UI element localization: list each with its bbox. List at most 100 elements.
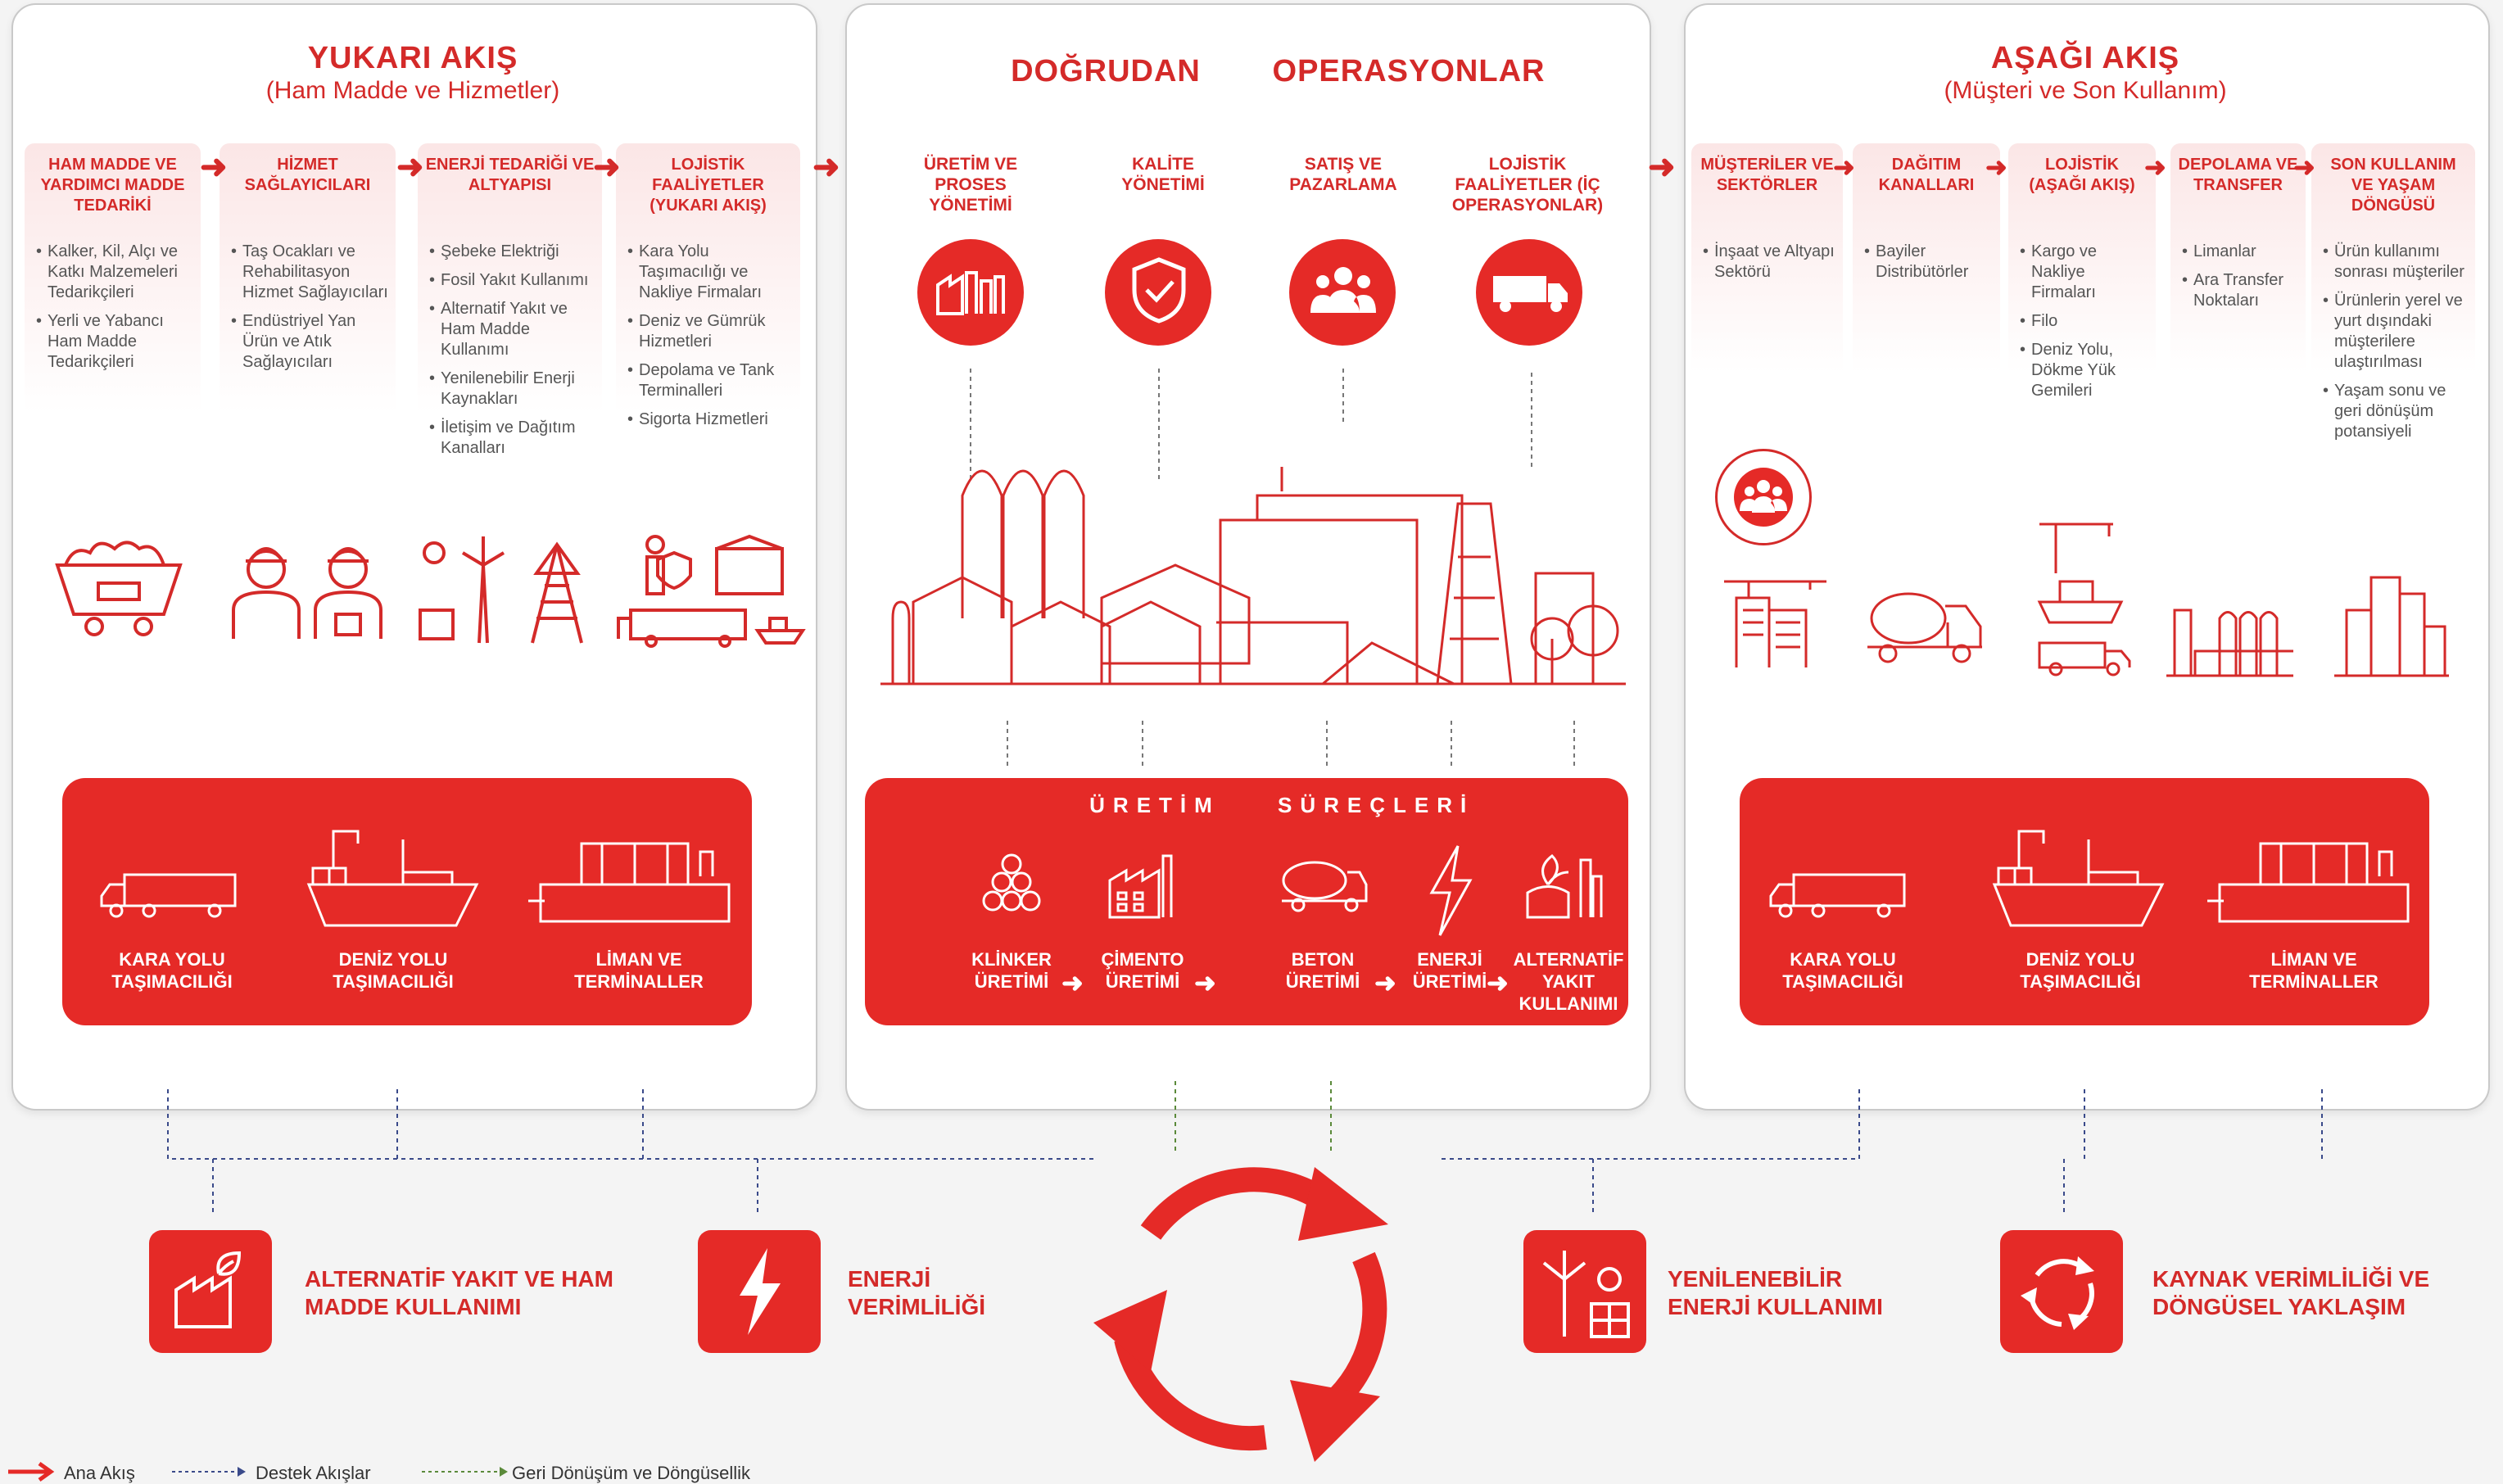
factory-leaf-glyph-icon: [174, 1251, 242, 1328]
recycle-flow-legend-icon: [422, 1467, 508, 1477]
logistics-label: KARA YOLU TAŞIMACILIĞI: [111, 949, 233, 992]
ops-col-quality: KALİTE YÖNETİMİ: [1121, 155, 1205, 194]
cement-plant-illustration: [880, 467, 1626, 685]
bottom-label: ENERJİ VERİMLİLİĞİ: [848, 1266, 985, 1319]
process-arrow-icon: ➜: [1374, 968, 1396, 998]
people-glyph-icon: [1310, 267, 1376, 313]
column-header: DEPOLAMA VE TRANSFER: [2178, 156, 2298, 194]
logistics-label: LİMAN VE TERMİNALLER: [2249, 949, 2379, 992]
list-item: Depolama ve Tank Terminalleri: [627, 360, 794, 401]
downstream-col-customers: MÜŞTERİLER VE SEKTÖRLER İnşaat ve Altyap…: [1691, 143, 1843, 471]
list-item: Kargo ve Nakliye Firmaları: [2020, 242, 2149, 303]
ore-cart-icon: [55, 541, 183, 636]
operations-title-right: OPERASYONLAR: [1272, 54, 1546, 88]
list-item: Sigorta Hizmetleri: [627, 409, 794, 430]
main-flow-legend-icon: [8, 1461, 55, 1482]
logistics-services-icon: [617, 534, 806, 648]
lightning-glyph-icon: [740, 1248, 781, 1335]
cycle-arrows-glyph-icon: [2021, 1256, 2094, 1330]
recycle-cycle-icon: [1093, 1167, 1388, 1462]
truck-icon: [100, 873, 237, 918]
buildings-crane-icon: [1724, 580, 1826, 667]
logistics-label: DENİZ YOLU TAŞIMACILIĞI: [333, 949, 454, 992]
column-header: HAM MADDE VE YARDIMCI MADDE TEDARİKİ: [40, 156, 185, 215]
shield-check-glyph-icon: [1132, 257, 1186, 323]
ops-col-sales: SATIŞ VE PAZARLAMA: [1289, 155, 1397, 194]
main-flow-arrow-icon: ➜: [1648, 149, 1676, 185]
flow-arrow-icon: ➜: [396, 149, 424, 185]
concrete-mixer-icon: [1282, 861, 1368, 912]
list-item: Taş Ocakları ve Rehabilitasyon Hizmet Sa…: [231, 242, 389, 303]
list-item: Ürünlerin yerel ve yurt dışındaki müşter…: [2323, 291, 2469, 373]
process-label: ÇİMENTO ÜRETİMİ: [1101, 949, 1184, 992]
down-arrows: [1007, 721, 1575, 766]
workers-icon: [232, 547, 382, 639]
ship-icon: [1992, 830, 2165, 927]
list-item: Kalker, Kil, Alçı ve Katkı Malzemeleri T…: [36, 242, 194, 303]
clinker-icon: [982, 853, 1041, 912]
list-item: Filo: [2020, 311, 2149, 332]
column-header: LOJİSTİK (AŞAĞI AKIŞ): [2029, 156, 2135, 194]
legend-support-flow: Destek Akışlar: [256, 1463, 371, 1483]
upstream-col-energy: ENERJİ TEDARİĞİ VE ALTYAPISI Şebeke Elek…: [418, 143, 602, 528]
renewable-energy-icon: [1523, 1230, 1646, 1353]
process-label: KLİNKER ÜRETİMİ: [971, 949, 1052, 992]
downstream-col-logistics: LOJİSTİK (AŞAĞI AKIŞ) Kargo ve Nakliye F…: [2008, 143, 2156, 471]
upstream-logistics-box: [62, 778, 752, 1025]
upstream-col-raw-materials: HAM MADDE VE YARDIMCI MADDE TEDARİKİ Kal…: [25, 143, 201, 528]
operations-title-left: DOĞRUDAN: [1011, 54, 1201, 88]
alternative-fuel-icon: [1526, 854, 1603, 919]
ops-col-logistics: LOJİSTİK FAALİYETLER (İÇ OPERASYONLAR): [1451, 155, 1604, 215]
list-item: Deniz ve Gümrük Hizmetleri: [627, 311, 794, 352]
list-item: Kara Yolu Taşımacılığı ve Nakliye Firmal…: [627, 242, 794, 303]
people-glyph-icon: [1734, 468, 1793, 527]
wind-solar-glyph-icon: [1542, 1251, 1630, 1338]
list-item: Ürün kullanımı sonrası müşteriler: [2323, 242, 2469, 283]
list-item: Fosil Yakıt Kullanımı: [429, 270, 595, 291]
upstream-title: YUKARI AKIŞ: [307, 41, 518, 75]
upstream-col-logistics: LOJİSTİK FAALİYETLER (YUKARI AKIŞ) Kara …: [616, 143, 800, 528]
list-item: Yenilenebilir Enerji Kaynakları: [429, 369, 595, 409]
support-flow-legend-icon: [172, 1467, 246, 1477]
production-processes-box: [865, 778, 1628, 1025]
process-title-right: SÜREÇLERİ: [1278, 793, 1475, 817]
column-header: MÜŞTERİLER VE SEKTÖRLER: [1700, 156, 1834, 194]
mixer-truck-icon: [1867, 592, 1982, 663]
list-item: Limanlar: [2182, 242, 2299, 262]
downstream-title: AŞAĞI AKIŞ: [1990, 41, 2180, 75]
ops-col-production: ÜRETİM VE PROSES YÖNETİMİ: [923, 155, 1018, 215]
process-label: ALTERNATİF YAKIT KULLANIMI: [1513, 949, 1624, 1014]
flow-arrow-icon: ➜: [2293, 152, 2315, 182]
list-item: Alternatif Yakıt ve Ham Madde Kullanımı: [429, 299, 595, 360]
lightning-icon: [1429, 845, 1473, 936]
storage-plant-icon: [2166, 609, 2293, 677]
process-label: BETON ÜRETİMİ: [1285, 949, 1360, 992]
legend-main-flow: Ana Akış: [64, 1463, 135, 1483]
truck-glyph-icon: [1493, 276, 1568, 312]
list-item: Yaşam sonu ve geri dönüşüm potansiyeli: [2323, 381, 2469, 442]
flow-arrow-icon: ➜: [593, 149, 621, 185]
production-icon: [917, 239, 1024, 346]
list-item: Ara Transfer Noktaları: [2182, 270, 2299, 311]
port-terminal-icon: [528, 842, 731, 923]
main-flow-arrow-icon: ➜: [812, 149, 840, 185]
city-skyline-icon: [2334, 576, 2449, 677]
upstream-col-service-providers: HİZMET SAĞLAYICILARI Taş Ocakları ve Reh…: [220, 143, 396, 528]
flow-arrow-icon: ➜: [1985, 152, 2007, 182]
flow-arrow-icon: ➜: [2144, 152, 2166, 182]
downstream-col-storage: DEPOLAMA VE TRANSFER LimanlarAra Transfe…: [2170, 143, 2306, 471]
flow-arrow-icon: ➜: [200, 149, 228, 185]
list-item: Deniz Yolu, Dökme Yük Gemileri: [2020, 340, 2149, 401]
list-item: Endüstriyel Yan Ürün ve Atık Sağlayıcıla…: [231, 311, 389, 373]
logistics-label: KARA YOLU TAŞIMACILIĞI: [1782, 949, 1903, 992]
renewable-energy-icon: [419, 536, 583, 644]
bottom-label: ALTERNATİF YAKIT VE HAM MADDE KULLANIMI: [305, 1266, 613, 1319]
logistics-label: LİMAN VE TERMİNALLER: [574, 949, 704, 992]
ship-truck-icon: [2037, 523, 2131, 676]
list-item: Şebeke Elektriği: [429, 242, 595, 262]
quality-shield-icon: [1105, 239, 1211, 346]
column-header: DAĞITIM KANALLARI: [1878, 156, 1975, 194]
support-flow-connectors: [167, 1081, 2323, 1212]
process-label: ENERJİ ÜRETİMİ: [1412, 949, 1487, 992]
column-header: HİZMET SAĞLAYICILARI: [244, 156, 371, 194]
